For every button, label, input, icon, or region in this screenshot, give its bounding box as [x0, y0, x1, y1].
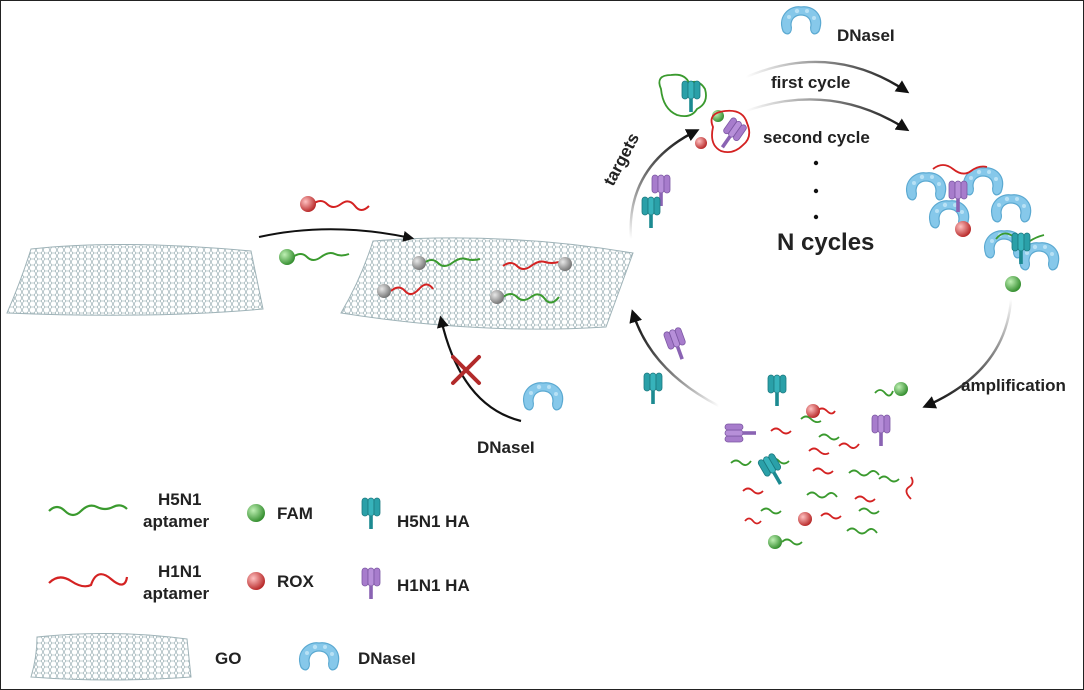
amplification-arrow	[922, 298, 1013, 409]
legend-h5n1-aptamer-line2: aptamer	[143, 512, 210, 531]
free-h1n1-ha-2	[724, 423, 757, 443]
free-h5n1-ha-2	[767, 374, 787, 407]
cycle-dots	[813, 160, 819, 220]
go-sheet-left	[6, 243, 264, 316]
quenched-aptamer-2	[502, 257, 572, 271]
quenched-aptamer-4	[490, 290, 560, 304]
released-rox-2	[798, 512, 812, 526]
dnase-enzyme-bottom	[522, 382, 564, 411]
go-sheet-center	[340, 237, 634, 330]
quenched-aptamer-3	[377, 283, 434, 298]
targets-label: targets	[600, 130, 643, 189]
adsorption-arrow	[258, 228, 415, 242]
dnase-digest-complex-2	[983, 194, 1060, 292]
first-cycle-label: first cycle	[771, 73, 850, 92]
legend-h5n1-aptamer-swatch	[48, 504, 128, 517]
inhibition-cross	[451, 355, 481, 385]
legend-h1n1-aptamer-line1: H1N1	[158, 562, 201, 581]
dnase-blocked-arrow	[437, 315, 522, 423]
dnase-enzyme-top	[780, 6, 822, 35]
h1n1-complex-top	[695, 109, 751, 154]
legend-h5n1-ha-swatch	[361, 497, 381, 530]
released-fam-1	[894, 382, 908, 396]
dnase-digest-complex-1	[905, 164, 1004, 237]
dnase-top-label: DNaseI	[837, 26, 895, 45]
targets-arrow	[629, 129, 700, 240]
free-h5n1-ha-1	[641, 196, 661, 229]
released-fam-2-tail	[781, 538, 803, 546]
return-arrow	[629, 309, 720, 408]
free-rox-aptamer	[300, 196, 370, 212]
legend-fam-swatch	[247, 504, 265, 522]
released-fam-2	[768, 535, 782, 549]
free-h5n1-ha-3	[756, 452, 789, 489]
released-fragments	[730, 389, 914, 535]
legend-rox-label: ROX	[277, 572, 315, 591]
legend-h5n1-aptamer-line1: H5N1	[158, 490, 201, 509]
legend-go-swatch	[30, 632, 192, 681]
legend-dnase-swatch	[298, 642, 340, 671]
legend-dnase-label: DNaseI	[358, 649, 416, 668]
free-h1n1-ha-4	[662, 326, 692, 363]
legend-go-label: GO	[215, 649, 241, 668]
legend-h1n1-ha-label: H1N1 HA	[397, 576, 470, 595]
legend: H5N1 aptamer FAM H5N1 HA H1N1 aptamer RO…	[30, 490, 470, 681]
h5n1-complex-top	[658, 73, 724, 122]
n-cycles-label: N cycles	[777, 229, 874, 256]
free-h1n1-ha-3	[871, 414, 891, 447]
free-h5n1-ha-4	[643, 372, 663, 405]
legend-fam-label: FAM	[277, 504, 313, 523]
legend-h1n1-ha-swatch	[361, 567, 381, 600]
legend-h1n1-aptamer-swatch	[48, 573, 129, 588]
dnase-bottom-label: DNaseI	[477, 438, 535, 457]
quenched-aptamer-1	[412, 256, 481, 270]
second-cycle-label: second cycle	[763, 128, 870, 147]
free-fam-aptamer	[279, 249, 350, 265]
released-rox-1	[806, 404, 820, 418]
legend-h1n1-aptamer-line2: aptamer	[143, 584, 210, 603]
legend-h5n1-ha-label: H5N1 HA	[397, 512, 470, 531]
second-cycle-arrow	[745, 98, 910, 132]
amplification-label: amplification	[961, 376, 1066, 395]
first-cycle-arrow	[745, 60, 910, 94]
legend-rox-swatch	[247, 572, 265, 590]
